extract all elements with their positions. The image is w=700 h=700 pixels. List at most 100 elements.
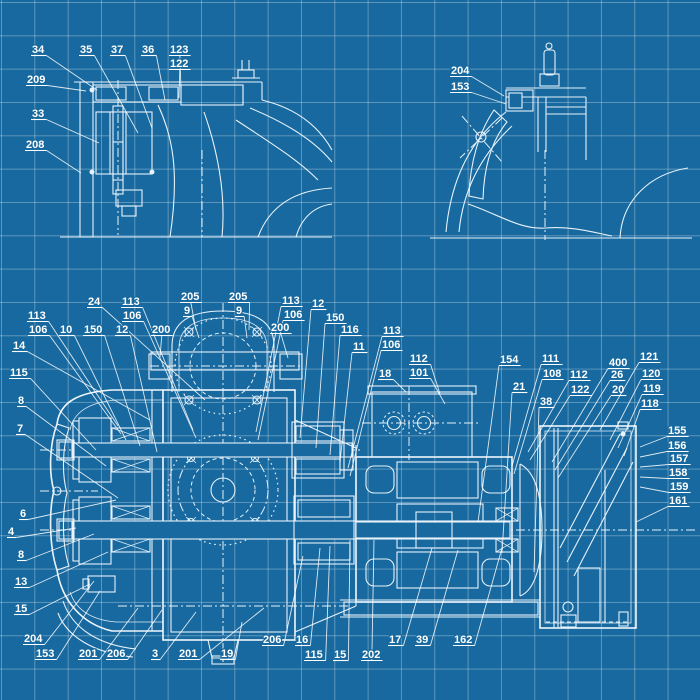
part-label-33: 33: [32, 108, 44, 120]
leader-line: [339, 352, 353, 463]
part-label-205: 205: [181, 291, 199, 303]
leader-line: [501, 392, 513, 554]
main-assembly: [40, 303, 697, 665]
leader-line: [551, 368, 609, 463]
leader-line: [533, 407, 540, 573]
part-label-201: 201: [179, 648, 197, 660]
part-label-11: 11: [353, 341, 365, 353]
part-label-208: 208: [26, 139, 44, 151]
part-label-205: 205: [229, 291, 247, 303]
leader-line: [617, 394, 643, 449]
part-label-34: 34: [32, 44, 45, 56]
leader-line: [178, 69, 181, 99]
part-label-118: 118: [641, 398, 659, 410]
part-label-108: 108: [543, 368, 561, 380]
part-label-119: 119: [643, 383, 661, 395]
leader-line: [315, 323, 326, 449]
part-label-39: 39: [416, 634, 428, 646]
leader-line: [24, 434, 119, 499]
leader-line: [309, 547, 321, 646]
part-label-121: 121: [640, 351, 658, 363]
part-label-150: 150: [84, 324, 102, 336]
part-label-202: 202: [362, 649, 380, 661]
part-label-123: 123: [170, 44, 188, 56]
leader-line: [30, 378, 97, 451]
leader-line: [56, 590, 101, 660]
detail-top-left: [60, 60, 333, 238]
part-label-113: 113: [122, 296, 140, 308]
part-label-106: 106: [382, 339, 400, 351]
part-label-8: 8: [18, 549, 24, 561]
part-label-18: 18: [379, 368, 391, 380]
part-label-12: 12: [116, 324, 128, 336]
part-label-122: 122: [170, 58, 188, 70]
leader-line: [28, 499, 117, 520]
part-label-7: 7: [17, 423, 23, 435]
leader-line: [280, 333, 289, 359]
part-label-16: 16: [296, 634, 308, 646]
part-label-15: 15: [15, 603, 27, 615]
part-label-113: 113: [28, 310, 46, 322]
leader-line: [599, 362, 640, 431]
leader-line: [557, 395, 612, 479]
leader-line: [257, 320, 284, 441]
leader-line: [554, 380, 611, 471]
electric-motor: [340, 456, 543, 618]
part-label-15: 15: [334, 649, 346, 661]
part-label-106: 106: [123, 310, 141, 322]
part-label-209: 209: [27, 74, 45, 86]
part-label-17: 17: [389, 634, 401, 646]
part-label-112: 112: [410, 353, 428, 365]
fan-cover: [539, 421, 637, 629]
part-label-115: 115: [10, 367, 28, 379]
leader-line: [347, 336, 383, 469]
centerlines: [40, 303, 697, 662]
part-label-120: 120: [642, 368, 660, 380]
leader-line: [511, 364, 542, 467]
leader-line: [474, 547, 503, 646]
part-label-162: 162: [454, 634, 472, 646]
leader-line: [46, 55, 98, 91]
part-label-8: 8: [18, 395, 24, 407]
leader-line: [639, 451, 668, 458]
leader-line: [430, 364, 441, 395]
leader-line: [127, 609, 163, 660]
leader-line: [142, 307, 194, 431]
leader-line: [191, 316, 200, 339]
leader-line: [349, 350, 382, 477]
leader-line: [179, 55, 182, 89]
part-label-154: 154: [500, 354, 519, 366]
leader-line: [124, 55, 153, 129]
part-label-20: 20: [612, 384, 624, 396]
part-label-14: 14: [13, 340, 26, 352]
leader-line: [159, 335, 163, 358]
part-label-153: 153: [451, 81, 469, 93]
part-label-36: 36: [142, 44, 154, 56]
part-label-24: 24: [88, 296, 101, 308]
leader-line: [159, 611, 197, 660]
leader-line: [393, 379, 407, 393]
leader-line: [48, 321, 119, 427]
leader-line: [529, 395, 571, 461]
part-label-200: 200: [271, 322, 289, 334]
part-label-204: 204: [24, 633, 43, 645]
leader-line: [104, 335, 141, 447]
part-label-161: 161: [669, 495, 687, 507]
leader-line: [639, 486, 670, 493]
detail-top-right: [430, 42, 692, 240]
leader-line: [49, 335, 122, 435]
part-label-116: 116: [341, 324, 359, 336]
leader-line: [609, 379, 642, 441]
leader-line: [16, 527, 77, 538]
leader-line: [347, 539, 351, 661]
leader-line: [635, 506, 669, 523]
part-label-35: 35: [80, 44, 92, 56]
part-label-101: 101: [410, 367, 428, 379]
part-label-113: 113: [282, 295, 300, 307]
part-label-19: 19: [221, 648, 233, 660]
part-label-111: 111: [542, 353, 559, 365]
part-label-37: 37: [111, 44, 123, 56]
